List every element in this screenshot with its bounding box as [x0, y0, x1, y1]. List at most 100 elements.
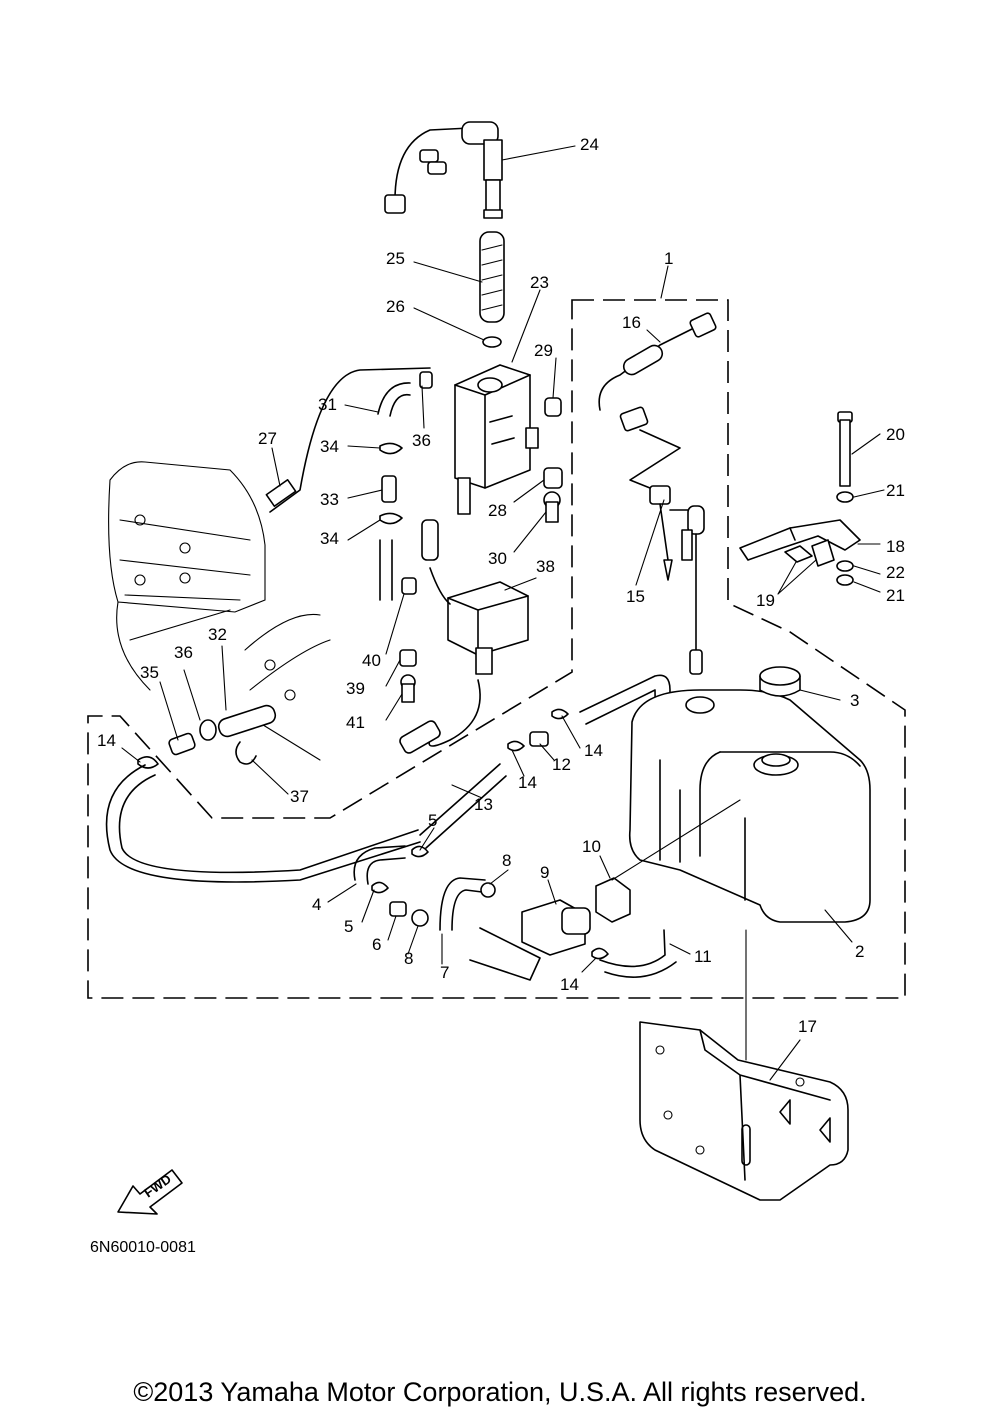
callout: 34	[320, 437, 339, 456]
part-21-washer	[836, 574, 854, 586]
part-41-bolt	[400, 674, 416, 703]
callout: 11	[694, 947, 712, 966]
leader-lines	[121, 145, 885, 1081]
part-29-grommet	[544, 397, 562, 417]
part-26-washer	[482, 336, 502, 348]
callout: 4	[312, 895, 321, 914]
callout: 37	[290, 787, 309, 806]
part-37-clip	[235, 741, 257, 765]
callout: 5	[428, 811, 437, 830]
callouts: 1 2 3 4 5 5 6 7 8 8 9 10 11 12 13 14 14 …	[97, 135, 905, 1036]
callout: 36	[174, 643, 193, 662]
part-8-clamp	[480, 882, 496, 898]
callout: 13	[474, 795, 493, 814]
callout: 18	[886, 537, 905, 556]
part-14-clamp-low	[591, 947, 609, 960]
part-36-clip	[419, 371, 433, 389]
part-5-clamp	[411, 845, 429, 858]
callout: 5	[344, 917, 353, 936]
part-31-elbow	[377, 382, 411, 415]
part-17-bracket	[639, 1021, 849, 1201]
callout: 40	[362, 651, 381, 670]
callout: 8	[404, 949, 413, 968]
callout: 20	[886, 425, 905, 444]
svg-text:FWD: FWD	[141, 1171, 174, 1200]
part-16-harness	[598, 312, 717, 493]
engine-outline	[108, 461, 331, 761]
hose-module-lower	[428, 679, 481, 747]
part-5-clamp	[371, 881, 389, 894]
part-23-tank	[454, 364, 539, 515]
part-12-fitting	[529, 731, 549, 747]
part-38-module	[421, 519, 529, 675]
part-34-clamp	[379, 442, 403, 455]
part-25-filter	[479, 231, 505, 323]
callout: 16	[622, 313, 641, 332]
part-34-clamp	[379, 512, 403, 525]
callout: 14	[97, 731, 116, 750]
part-30-bolt	[543, 491, 561, 523]
part-39-grommet	[399, 649, 417, 667]
fwd-arrow-icon: FWD	[117, 1169, 183, 1215]
part-7-hose	[439, 877, 486, 931]
part-10-nut	[595, 877, 631, 923]
callout: 39	[346, 679, 365, 698]
part-28-grommet	[543, 467, 563, 489]
callout: 28	[488, 501, 507, 520]
callout: 36	[412, 431, 431, 450]
part-15-sensor	[649, 485, 705, 675]
part-24-sensor	[384, 121, 503, 219]
callout: 2	[855, 942, 864, 961]
callout: 1	[664, 249, 673, 268]
callout: 31	[318, 395, 337, 414]
part-27-hose	[269, 367, 431, 513]
callout: 14	[518, 773, 537, 792]
callout: 21	[886, 481, 905, 500]
part-14-clamp-mid2	[551, 708, 569, 720]
callout: 14	[560, 975, 579, 994]
callout: 30	[488, 549, 507, 568]
callout: 29	[534, 341, 553, 360]
callout: 38	[536, 557, 555, 576]
callout: 25	[386, 249, 405, 268]
hose-left-long	[105, 764, 421, 883]
part-19-pad	[784, 545, 813, 563]
part-22-spacer	[836, 560, 854, 572]
part-6-fitting	[389, 901, 407, 917]
callout: 27	[258, 429, 277, 448]
part-8-clamp	[411, 909, 429, 927]
callout: 35	[140, 663, 159, 682]
part-18-bracket	[739, 519, 861, 561]
callout: 7	[440, 963, 449, 982]
part-20-bolt	[837, 411, 853, 487]
part-3-cap	[759, 666, 801, 697]
part-40-plug	[401, 577, 417, 595]
callout: 41	[346, 713, 365, 732]
part-4-hose	[353, 845, 406, 885]
part-2-oil-tank	[628, 689, 871, 923]
part-14-clamp-mid1	[507, 740, 525, 752]
diagram-code: 6N60010-0081	[90, 1239, 196, 1256]
part-13-hose	[419, 763, 507, 849]
callout: 12	[552, 755, 571, 774]
callout: 22	[886, 563, 905, 582]
part-14-clamp-left	[137, 756, 159, 769]
callout: 19	[756, 591, 775, 610]
part-9-pump	[469, 899, 591, 981]
part-36-clamp	[199, 719, 217, 741]
assembly-boundary-1	[87, 299, 906, 999]
callout: 33	[320, 490, 339, 509]
callout: 26	[386, 297, 405, 316]
part-33-joint	[381, 475, 397, 503]
callout: 6	[372, 935, 381, 954]
callout: 32	[208, 625, 227, 644]
callout: 14	[584, 741, 603, 760]
part-11-hose	[599, 929, 677, 978]
callout: 8	[502, 851, 511, 870]
copyright-notice: ©2013 Yamaha Motor Corporation, U.S.A. A…	[133, 1377, 867, 1407]
callout: 24	[580, 135, 599, 154]
part-32-pipe	[217, 704, 277, 738]
part-21-washer	[836, 491, 854, 503]
callout: 34	[320, 529, 339, 548]
